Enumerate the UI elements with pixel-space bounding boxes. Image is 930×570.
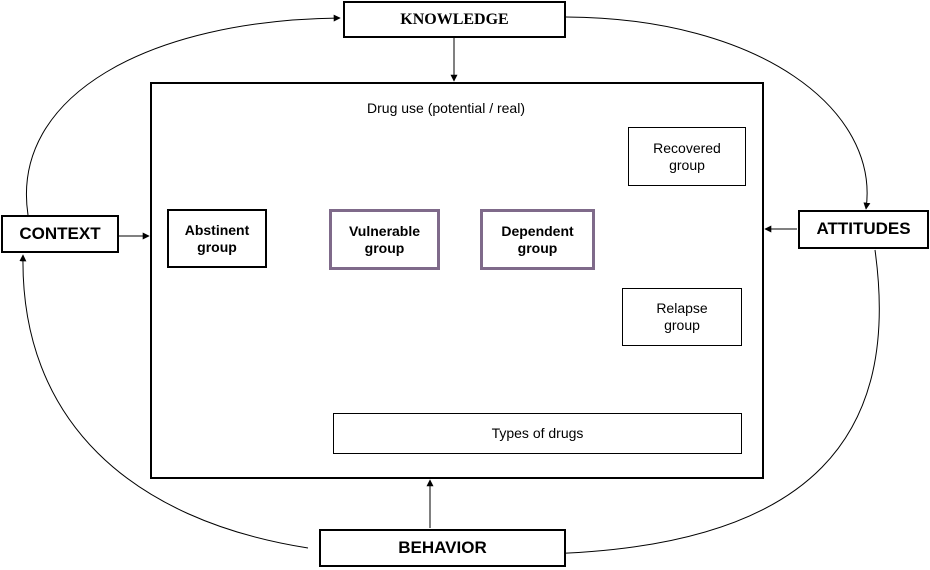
- relapse-label-line1: Relapse: [656, 300, 708, 317]
- types-of-drugs-label: Types of drugs: [491, 425, 584, 442]
- arc-context-to-knowledge: [26, 14, 341, 216]
- abstinent-group-box: Abstinent group: [167, 209, 267, 268]
- vulnerable-label-line1: Vulnerable: [348, 222, 421, 239]
- knowledge-box: KNOWLEDGE: [343, 1, 566, 38]
- abstinent-label-line1: Abstinent: [184, 221, 250, 238]
- knowledge-label: KNOWLEDGE: [400, 10, 509, 28]
- context-box: CONTEXT: [1, 215, 119, 253]
- recovered-group-box: Recovered group: [628, 127, 746, 186]
- relapse-group-box: Relapse group: [622, 288, 742, 346]
- context-label: CONTEXT: [19, 223, 101, 243]
- attitudes-box: ATTITUDES: [798, 210, 929, 249]
- vulnerable-label-line2: group: [364, 239, 405, 256]
- dependent-group-box: Dependent group: [480, 209, 595, 270]
- behavior-label: BEHAVIOR: [398, 537, 487, 557]
- recovered-label-line1: Recovered: [653, 139, 721, 156]
- dependent-label-line1: Dependent: [501, 222, 574, 239]
- behavior-box: BEHAVIOR: [319, 529, 566, 567]
- arc-behavior-to-context: [19, 254, 309, 549]
- types-of-drugs-box: Types of drugs: [333, 413, 742, 454]
- arc-knowledge-to-attitudes: [565, 16, 871, 210]
- vulnerable-group-box: Vulnerable group: [329, 209, 440, 270]
- frame-title: Drug use (potential / real): [367, 100, 525, 116]
- arc-attitudes-to-behavior: [540, 249, 880, 558]
- attitudes-label: ATTITUDES: [816, 219, 911, 239]
- abstinent-label-line2: group: [197, 238, 237, 255]
- relapse-label-line2: group: [664, 317, 700, 333]
- recovered-label-line2: group: [669, 156, 705, 173]
- dependent-label-line2: group: [517, 239, 558, 256]
